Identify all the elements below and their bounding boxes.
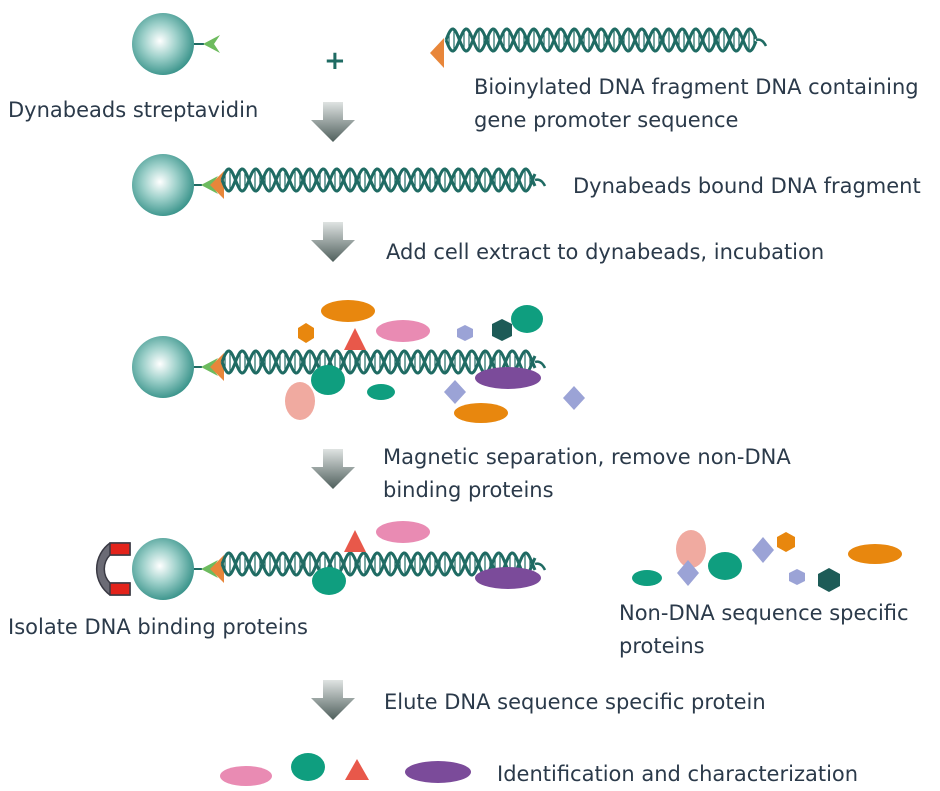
salmon-protein [676, 530, 706, 568]
down-arrow [311, 222, 355, 262]
isolate-label: Isolate DNA binding proteins [8, 615, 308, 639]
down-arrow [311, 680, 355, 720]
salmon-protein [285, 382, 315, 420]
streptavidin-icon [194, 35, 220, 53]
dna-strand [534, 562, 547, 571]
teal-protein [312, 567, 346, 595]
down-arrow [311, 102, 355, 142]
lavender-diamond-protein [563, 386, 585, 410]
red-triangle-protein [345, 759, 369, 780]
dna-strand [220, 551, 537, 577]
dna-strand [220, 349, 537, 375]
biotin-icon [430, 38, 444, 68]
pink-protein [376, 521, 430, 543]
biotinylated-dna-label: Bioinylated DNA fragment DNA containing … [474, 71, 919, 137]
arrow-shape [311, 102, 355, 142]
biotin-icon [210, 555, 224, 583]
pink-protein [220, 766, 272, 786]
dark-teal-hexagon-protein [818, 568, 840, 592]
magnetic-separation-label: Magnetic separation, remove non-DNA bind… [383, 441, 791, 507]
arrow-shape [311, 680, 355, 720]
non-specific-proteins-label: Non-DNA sequence specific proteins [619, 597, 909, 663]
dynabead [132, 154, 194, 216]
dna-strand [534, 360, 547, 369]
dna-strand [220, 167, 537, 193]
identification-label: Identification and characterization [497, 762, 859, 786]
red-triangle-protein [344, 328, 366, 350]
purple-protein [475, 367, 541, 389]
lavender-hexagon-protein [789, 569, 805, 585]
dynabead [132, 13, 194, 75]
lavender-diamond-protein [444, 380, 466, 404]
lavender-diamond-protein [752, 537, 774, 563]
orange-protein [848, 544, 902, 564]
purple-protein [405, 761, 471, 783]
magnet-icon [95, 542, 131, 596]
streptavidin-icon [194, 560, 218, 578]
down-arrow [311, 449, 355, 489]
label-line: proteins [619, 634, 705, 658]
dna-helix [444, 27, 768, 53]
purple-protein [475, 567, 541, 589]
plus-icon: + [324, 46, 346, 76]
dark-teal-hexagon-protein [492, 319, 512, 341]
streptavidin-label: Dynabeads streptavidin [8, 98, 259, 122]
teal-protein [311, 365, 345, 395]
lavender-hexagon-protein [457, 325, 473, 341]
label-line: Non-DNA sequence specific [619, 601, 909, 625]
pink-protein [376, 320, 430, 342]
arrow-shape [311, 449, 355, 489]
elute-label: Elute DNA sequence specific protein [384, 690, 766, 714]
dynabead [132, 336, 194, 398]
lavender-diamond-protein [677, 560, 699, 586]
label-line: Bioinylated DNA fragment DNA containing [474, 75, 919, 99]
label-line: Magnetic separation, remove non-DNA [383, 445, 791, 469]
add-extract-label: Add cell extract to dynabeads, incubatio… [386, 240, 825, 264]
arrow-shape [311, 222, 355, 262]
teal-protein [367, 384, 395, 400]
bound-dna-label: Dynabeads bound DNA fragment [573, 174, 921, 198]
dna-helix [220, 349, 547, 375]
orange-protein [321, 300, 375, 322]
biotin-icon [210, 171, 224, 199]
teal-protein [708, 552, 742, 580]
orange-hexagon-protein [777, 532, 795, 552]
orange-protein [454, 403, 508, 423]
dna-strand [755, 38, 768, 47]
label-line: gene promoter sequence [474, 108, 739, 132]
dna-strand [444, 27, 758, 53]
dynabead [132, 538, 194, 600]
dna-strand [220, 167, 537, 193]
label-line: binding proteins [383, 478, 554, 502]
dna-strand [444, 27, 758, 53]
red-triangle-protein [344, 530, 366, 552]
dna-helix [220, 167, 547, 193]
dna-strand [534, 178, 547, 187]
streptavidin-icon [194, 358, 218, 376]
streptavidin-icon [194, 176, 218, 194]
teal-protein [632, 570, 662, 586]
biotin-icon [210, 353, 224, 381]
teal-protein [511, 305, 543, 333]
teal-protein [291, 753, 325, 781]
orange-hexagon-protein [298, 323, 314, 343]
